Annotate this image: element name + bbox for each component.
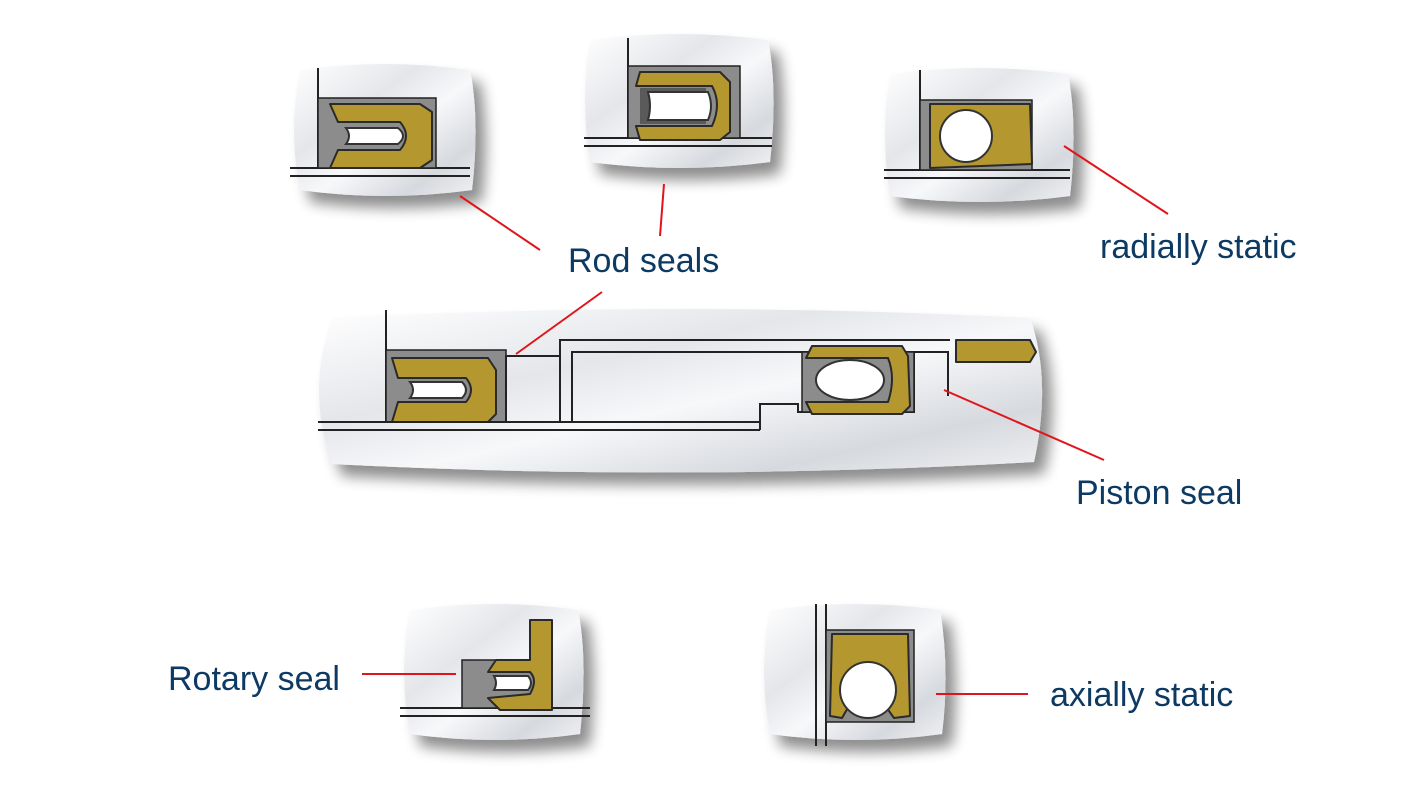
leader-rod-left (459, 195, 541, 251)
leader-piston (943, 389, 1105, 461)
radially-static-label: radially static (1100, 228, 1297, 266)
leader-radial (1063, 145, 1169, 215)
axially-static-label: axially static (1050, 676, 1233, 714)
rod-seal-panel-left (290, 64, 476, 196)
rotary-lip-seal (487, 619, 553, 711)
leader-rod-center (659, 183, 665, 237)
o-ring-radial (939, 109, 993, 163)
u-cup-seal-left (329, 103, 433, 169)
rod-seal-in-piston (391, 357, 497, 423)
piston-seal-label: Piston seal (1076, 474, 1242, 512)
radially-static-panel (884, 68, 1074, 202)
piston-o-ring (815, 359, 885, 401)
leader-lines (362, 145, 1169, 695)
axially-static-panel (764, 604, 946, 746)
leader-rod-piston (515, 291, 603, 355)
piston-u-seal (805, 345, 911, 415)
piston-panel (318, 309, 1043, 473)
u-cup-seal-center (635, 71, 731, 141)
rotary-seal-panel (400, 604, 590, 740)
rotary-seal-label: Rotary seal (168, 660, 340, 698)
rod-seals-label: Rod seals (568, 242, 719, 280)
piston-guide-strip (955, 339, 1037, 363)
o-ring-axial (839, 661, 897, 719)
rod-seal-panel-center (584, 34, 774, 168)
